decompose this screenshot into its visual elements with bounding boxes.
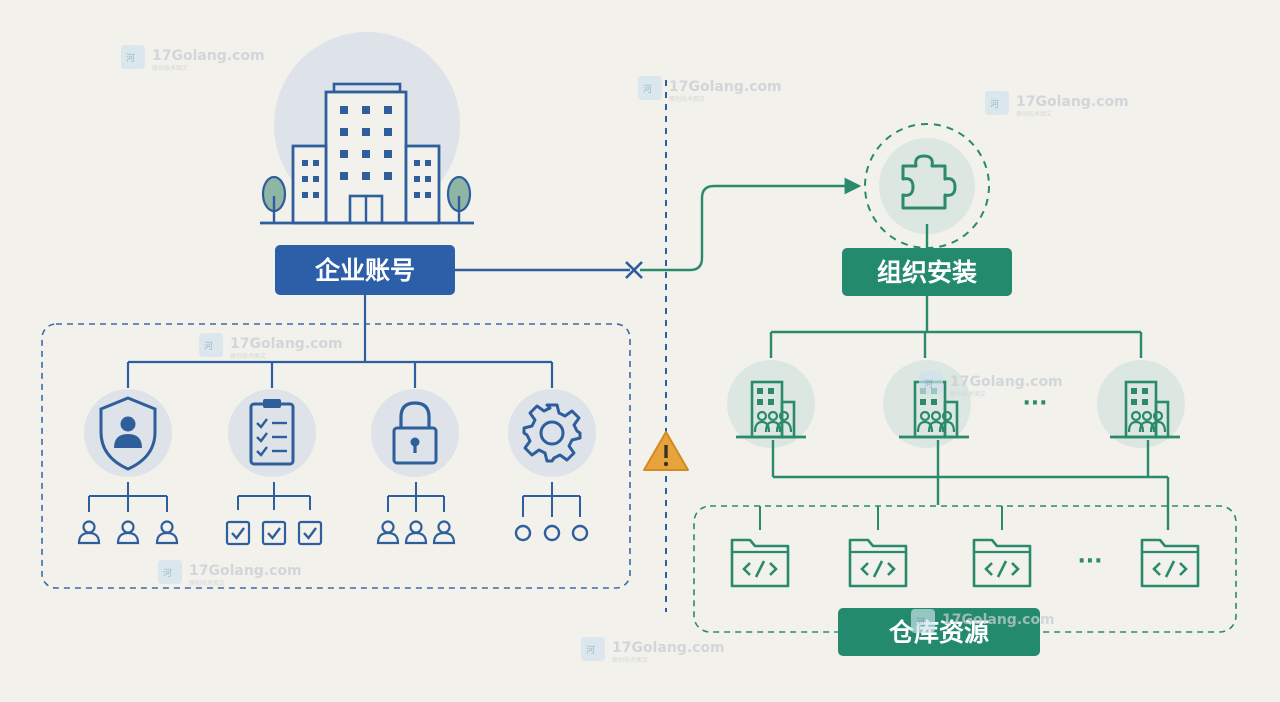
watermark-text: 17Golang.com	[1016, 94, 1129, 110]
people-icon	[432, 520, 456, 545]
checkbox-icon	[261, 520, 287, 546]
code-folder-icon	[730, 538, 790, 588]
enterprise-account-node: 企业账号	[275, 245, 455, 295]
watermark-sub: 原创技术图文	[152, 64, 188, 72]
watermark: 17Golang.com 原创技术图文 17Golang.com 原创技术图文 …	[121, 45, 1129, 664]
watermark-text: 17Golang.com	[950, 374, 1063, 390]
warning-icon	[643, 431, 689, 471]
circle-group	[514, 524, 589, 542]
watermark-sub: 原创技术图文	[230, 352, 266, 360]
circle-icon	[571, 524, 589, 542]
repo-connectors	[771, 440, 1170, 530]
org-tree-connectors	[769, 296, 1143, 358]
cross-icon	[625, 261, 643, 279]
gear-icon	[508, 389, 596, 477]
checkbox-icon	[225, 520, 251, 546]
repo-folder-connectors	[759, 506, 1003, 530]
people-group-2	[376, 520, 456, 545]
code-folder-icon	[848, 538, 908, 588]
people-icon	[77, 520, 101, 545]
watermark-text: 17Golang.com	[612, 640, 725, 656]
watermark-text: 17Golang.com	[230, 336, 343, 352]
org-install-node: 组织安装	[842, 248, 1012, 296]
people-group-1	[77, 520, 179, 545]
watermark-text: 17Golang.com	[942, 612, 1055, 628]
watermark-text: 17Golang.com	[189, 563, 302, 579]
org-ellipsis: ···	[1022, 391, 1047, 416]
watermark-sub: 原创技术图文	[1016, 110, 1052, 118]
org-building-2	[883, 360, 971, 448]
code-folder-icon	[972, 538, 1032, 588]
watermark-sub: 原创技术图文	[950, 390, 986, 398]
blocked-connection	[455, 177, 862, 279]
repository-label: 仓库资源	[888, 618, 989, 647]
repository-node: 仓库资源	[838, 608, 1040, 656]
repository-scope-box	[693, 505, 1237, 633]
people-icon	[155, 520, 179, 545]
watermark-sub: 原创技术图文	[612, 656, 648, 664]
checkbox-icon	[297, 520, 323, 546]
checkbox-group	[225, 520, 323, 546]
org-install-label: 组织安装	[877, 258, 977, 287]
enterprise-tree-connectors	[126, 295, 554, 388]
sub-tree-connectors	[88, 482, 581, 517]
watermark-text: 17Golang.com	[152, 48, 265, 64]
people-icon	[116, 520, 140, 545]
code-folder-icon	[1140, 538, 1200, 588]
watermark-text: 17Golang.com	[669, 79, 782, 95]
enterprise-building-icon	[260, 32, 474, 225]
repo-ellipsis: ···	[1077, 549, 1102, 574]
circle-icon	[543, 524, 561, 542]
people-icon	[404, 520, 428, 545]
enterprise-scope-box	[41, 323, 631, 589]
circle-icon	[514, 524, 532, 542]
shield-user-icon	[84, 389, 172, 477]
lock-icon	[371, 389, 459, 477]
org-building-3	[1097, 360, 1185, 448]
watermark-sub: 原创技术图文	[189, 579, 225, 587]
checklist-icon	[228, 389, 316, 477]
org-building-1	[727, 360, 815, 448]
enterprise-account-label: 企业账号	[315, 256, 415, 285]
people-icon	[376, 520, 400, 545]
watermark-sub: 原创技术图文	[669, 95, 705, 103]
